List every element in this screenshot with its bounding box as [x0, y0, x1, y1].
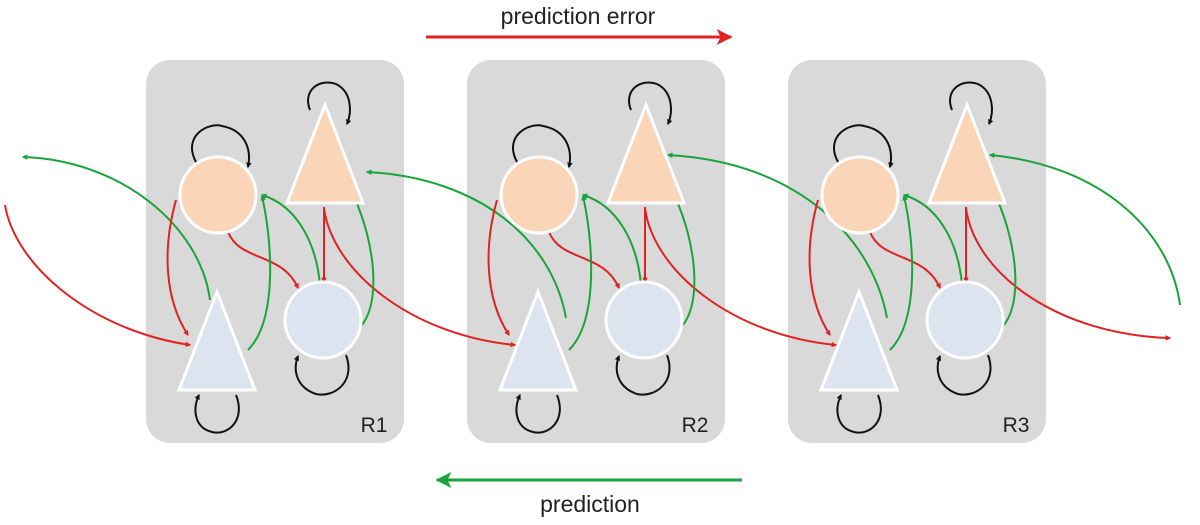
- cells-r3: [818, 100, 1008, 392]
- deep-triangle-self-loop: [194, 394, 240, 434]
- deep-triangle-cell: [818, 287, 900, 392]
- deep-triangle-cell: [497, 287, 579, 392]
- forward-error-r2-r3: [644, 207, 838, 348]
- input-prediction-error-arrow: [4, 204, 192, 348]
- inter-region-connections: [4, 152, 1181, 348]
- intrinsic-r1: [166, 179, 375, 351]
- deep-circle-cell: [283, 280, 363, 360]
- deep-circle-to-circle: [260, 193, 321, 286]
- superficial-circle-self-loop: [512, 124, 573, 169]
- self-loops-r2: [512, 81, 673, 434]
- self-loops-r1: [191, 81, 352, 434]
- deep-circle-self-loop: [293, 354, 350, 396]
- deep-circle-cell: [925, 280, 1005, 360]
- prediction-error-label: prediction error: [501, 3, 656, 29]
- backward-prediction-r2-r1: [365, 169, 567, 319]
- intrinsic-connections: [166, 179, 1017, 351]
- deep-triangle-to-circle: [889, 194, 914, 351]
- deep-circle-to-circle: [902, 193, 963, 286]
- circle-to-deep-circle: [227, 231, 299, 290]
- deep-triangle-to-circle: [247, 194, 272, 351]
- circle-to-deep-circle: [548, 231, 620, 290]
- region-label-r2: R2: [682, 414, 709, 437]
- region-label-r1: R1: [361, 414, 388, 437]
- deep-circle-cell: [604, 280, 684, 360]
- superficial-triangle-cell: [605, 100, 687, 205]
- input-prediction-arrow: [988, 152, 1181, 306]
- cells: [176, 100, 1008, 392]
- circle-to-deep-circle: [869, 231, 941, 290]
- self-connections: [191, 81, 994, 434]
- superficial-circle-cell: [820, 155, 900, 235]
- superficial-triangle-self-loop: [307, 81, 352, 126]
- cells-r1: [176, 100, 366, 392]
- self-loops-r3: [833, 81, 994, 434]
- superficial-circle-cell: [499, 155, 579, 235]
- circle-to-deep-triangle: [166, 199, 189, 336]
- circle-to-deep-triangle: [487, 199, 510, 336]
- superficial-circle-self-loop: [833, 124, 894, 169]
- superficial-triangle-self-loop: [628, 81, 673, 126]
- deep-triangle-to-circle: [568, 194, 593, 351]
- backward-prediction-r3-r2: [666, 152, 888, 319]
- deep-triangle-self-loop: [515, 394, 561, 434]
- deep-circle-to-circle: [581, 193, 642, 286]
- circle-to-deep-triangle: [808, 199, 831, 336]
- deep-circle-self-loop: [935, 354, 992, 396]
- superficial-circle-self-loop: [191, 124, 252, 169]
- intrinsic-r2: [487, 179, 696, 351]
- deep-circle-self-loop: [614, 354, 671, 396]
- intrinsic-r3: [808, 179, 1017, 351]
- superficial-triangle-self-loop: [949, 81, 994, 126]
- superficial-triangle-cell: [284, 100, 366, 205]
- deep-triangle-cell: [176, 287, 258, 392]
- prediction-label: prediction: [540, 491, 640, 517]
- region-label-r3: R3: [1003, 414, 1030, 437]
- superficial-circle-cell: [178, 155, 258, 235]
- cells-r2: [497, 100, 687, 392]
- output-prediction-arrow: [21, 154, 211, 301]
- forward-error-r3-out: [965, 207, 1172, 341]
- deep-triangle-self-loop: [836, 394, 882, 434]
- forward-error-r1-r2: [323, 207, 517, 348]
- superficial-triangle-cell: [926, 100, 1008, 205]
